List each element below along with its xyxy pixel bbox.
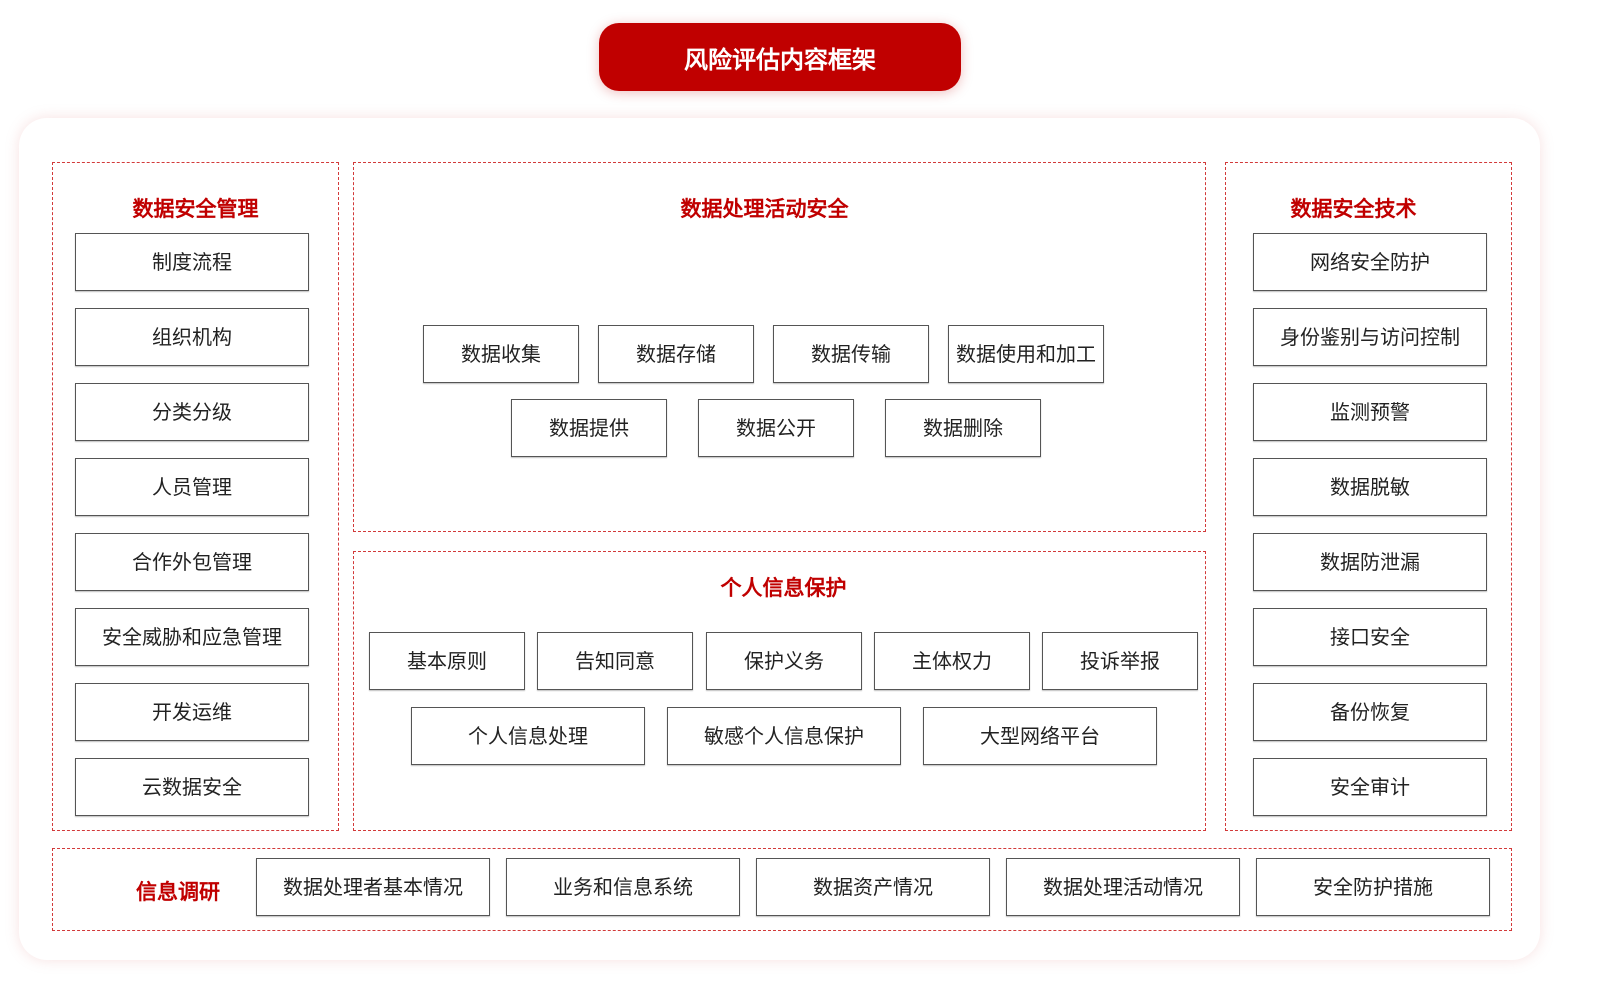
survey-item: 数据处理活动情况 bbox=[1006, 858, 1240, 916]
technology-item: 数据脱敏 bbox=[1253, 458, 1487, 516]
technology-item: 网络安全防护 bbox=[1253, 233, 1487, 291]
personal-item: 投诉举报 bbox=[1042, 632, 1198, 690]
personal-item: 大型网络平台 bbox=[923, 707, 1157, 765]
technology-item: 备份恢复 bbox=[1253, 683, 1487, 741]
management-item: 组织机构 bbox=[75, 308, 309, 366]
survey-item: 数据资产情况 bbox=[756, 858, 990, 916]
processing-panel: 数据处理活动安全 数据收集数据存储数据传输数据使用和加工数据提供数据公开数据删除 bbox=[353, 162, 1206, 532]
technology-item: 监测预警 bbox=[1253, 383, 1487, 441]
technology-heading: 数据安全技术 bbox=[1290, 197, 1417, 221]
technology-item: 数据防泄漏 bbox=[1253, 533, 1487, 591]
technology-item: 接口安全 bbox=[1253, 608, 1487, 666]
personal-item: 主体权力 bbox=[874, 632, 1030, 690]
processing-item: 数据收集 bbox=[423, 325, 579, 383]
personal-item: 敏感个人信息保护 bbox=[667, 707, 901, 765]
survey-item: 数据处理者基本情况 bbox=[256, 858, 490, 916]
framework-title: 风险评估内容框架 bbox=[599, 23, 961, 91]
management-item: 分类分级 bbox=[75, 383, 309, 441]
technology-item: 身份鉴别与访问控制 bbox=[1253, 308, 1487, 366]
management-item: 安全威胁和应急管理 bbox=[75, 608, 309, 666]
survey-item: 安全防护措施 bbox=[1256, 858, 1490, 916]
processing-item: 数据使用和加工 bbox=[948, 325, 1104, 383]
processing-item: 数据传输 bbox=[773, 325, 929, 383]
personal-item: 保护义务 bbox=[706, 632, 862, 690]
technology-item: 安全审计 bbox=[1253, 758, 1487, 816]
personal-item: 基本原则 bbox=[369, 632, 525, 690]
management-item: 制度流程 bbox=[75, 233, 309, 291]
management-item: 云数据安全 bbox=[75, 758, 309, 816]
personal-item: 个人信息处理 bbox=[411, 707, 645, 765]
management-heading: 数据安全管理 bbox=[132, 197, 259, 221]
personal-item: 告知同意 bbox=[537, 632, 693, 690]
processing-item: 数据删除 bbox=[885, 399, 1041, 457]
survey-heading: 信息调研 bbox=[136, 880, 220, 904]
processing-item: 数据提供 bbox=[511, 399, 667, 457]
processing-heading: 数据处理活动安全 bbox=[680, 197, 849, 221]
management-item: 人员管理 bbox=[75, 458, 309, 516]
processing-item: 数据公开 bbox=[698, 399, 854, 457]
processing-item: 数据存储 bbox=[598, 325, 754, 383]
management-panel: 数据安全管理 制度流程组织机构分类分级人员管理合作外包管理安全威胁和应急管理开发… bbox=[52, 162, 339, 831]
personal-info-heading: 个人信息保护 bbox=[720, 576, 847, 600]
management-item: 合作外包管理 bbox=[75, 533, 309, 591]
management-item: 开发运维 bbox=[75, 683, 309, 741]
personal-info-panel: 个人信息保护 基本原则告知同意保护义务主体权力投诉举报个人信息处理敏感个人信息保… bbox=[353, 551, 1206, 831]
survey-item: 业务和信息系统 bbox=[506, 858, 740, 916]
technology-panel: 数据安全技术 网络安全防护身份鉴别与访问控制监测预警数据脱敏数据防泄漏接口安全备… bbox=[1225, 162, 1512, 831]
survey-panel: 信息调研 数据处理者基本情况业务和信息系统数据资产情况数据处理活动情况安全防护措… bbox=[52, 848, 1512, 931]
